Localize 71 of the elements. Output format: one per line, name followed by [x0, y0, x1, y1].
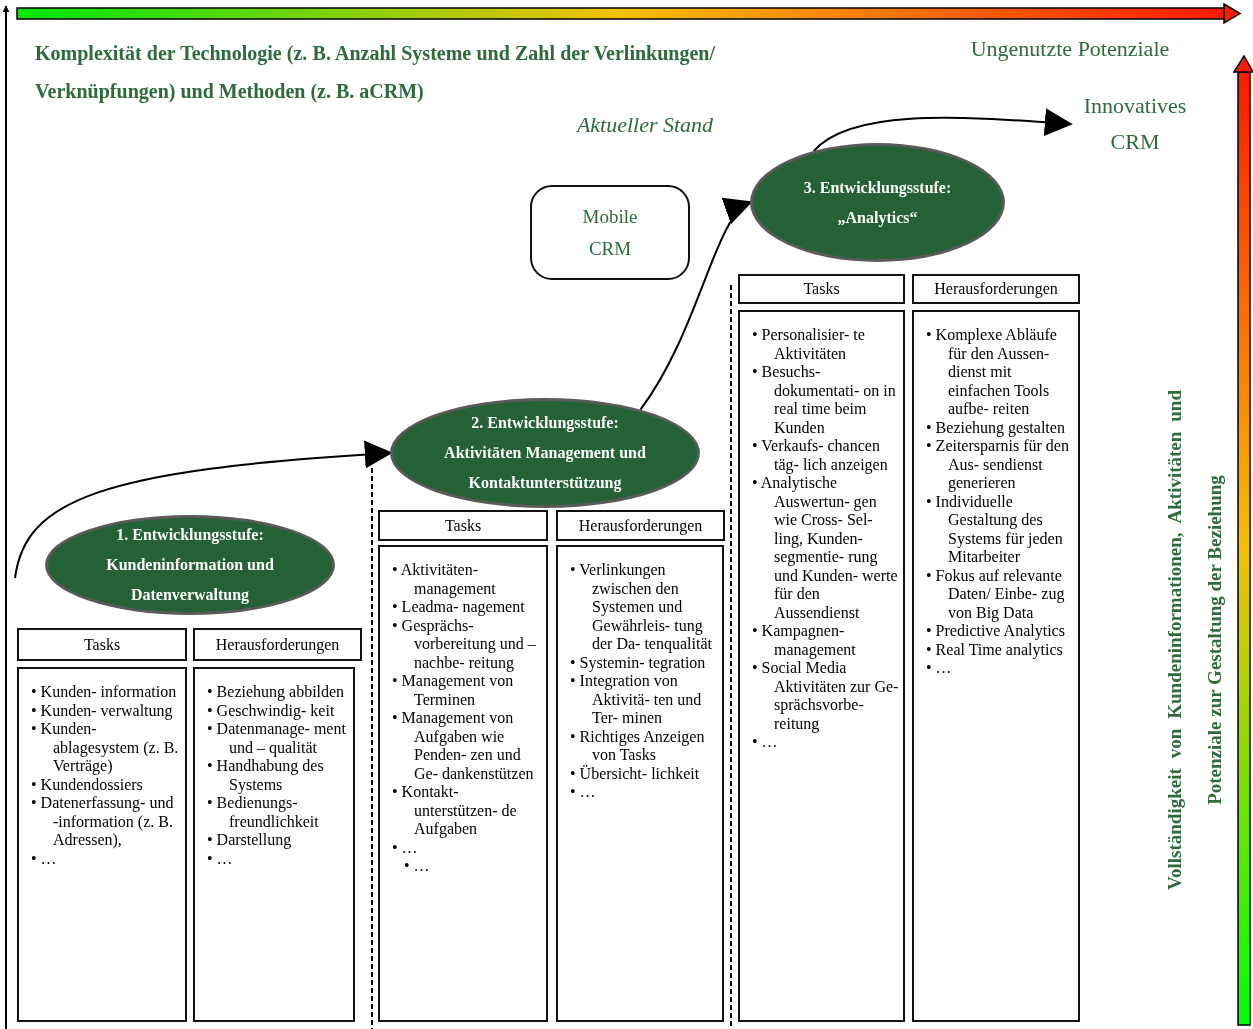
bullet-item: • Handhabung des Systems: [207, 757, 325, 794]
stage-title: 2. Entwicklungsstufe: Aktivitäten Management und Kontaktunterstützung: [443, 413, 647, 494]
column-header: Tasks: [803, 280, 840, 298]
header-box: [556, 510, 725, 541]
list-box: [378, 545, 548, 1022]
bullet-item: • …: [570, 783, 597, 802]
bullet-item: • Komplexe Abläufe für den Aussen- dienst mit einfachen Tools aufbe- reiten: [926, 326, 1058, 419]
curved-arrow: [812, 108, 1073, 152]
bullet-item: • …: [207, 849, 234, 868]
bullet-item: • Verkaufs- chancen täg- lich anzeigen: [752, 437, 889, 474]
box-label: Mobile CRM: [581, 204, 639, 261]
bullet-item: • Zeitersparnis für den Aus- sendienst generieren: [926, 437, 1070, 493]
bullet-item: • Beziehung abbilden: [207, 683, 346, 702]
bullet-item: • Kampagnen- management: [752, 622, 857, 659]
column-header: Tasks: [83, 635, 121, 654]
list-box: [738, 310, 905, 1022]
bullet-item: • …: [404, 857, 431, 876]
bullet-item: • Real Time analytics: [926, 640, 1064, 659]
bullet-item: • Übersicht- lichkeit: [570, 764, 701, 783]
bullet-item: • Datenmanage- ment und – qualität: [207, 720, 347, 757]
bullet-item: • Geschwindig- keit: [207, 701, 336, 720]
header-box: [912, 274, 1080, 304]
bullet-item: • Verlinkungen zwischen den Systemen und Gewährleis- tung der Da- tenqualität: [570, 561, 713, 654]
list-box: [912, 310, 1080, 1022]
bullet-item: • Beziehung gestalten: [926, 418, 1066, 437]
bullet-item: • Kontakt- unterstützen- de Aufgaben: [392, 783, 518, 839]
bullet-item: • Fokus auf relevante Daten/ Einbe- zug von Big Data: [926, 566, 1066, 622]
status-label: Aktueller Stand: [575, 112, 715, 138]
bullet-item: • Kunden- information: [31, 683, 178, 702]
bullet-item: • Gesprächs- vorbereitung und – nachbe- reitung: [392, 616, 537, 672]
bullet-item: • Management von Terminen: [392, 672, 515, 709]
list-box: [556, 545, 724, 1022]
bullet-item: • Bedienungs- freundlichkeit: [207, 794, 320, 831]
bullet-item: • Management von Aufgaben wie Penden- zen und Ge- dankenstützen: [392, 709, 535, 783]
bullet-item: • Aktivitäten- management: [392, 561, 497, 598]
bullet-item: • Besuchs- dokumentati- on in real time beim Kunden: [752, 363, 897, 437]
bullet-item: • Leadma- nagement: [392, 598, 526, 617]
bullet-item: • Systemin- tegration: [570, 653, 707, 672]
axis-label: Ungenutzte Potenziale: [969, 36, 1171, 62]
bullet-item: • Darstellung: [207, 831, 293, 850]
header-box: [17, 628, 187, 661]
column-header: Herausforderungen: [578, 516, 703, 535]
bullet-item: • Analytische Auswertun- gen wie Cross- Sel- ling, Kunden- segmentie- rung und Kunden- werte für den Aussendienst: [752, 474, 899, 622]
list-box: [193, 667, 355, 1022]
axis-label: Komplexität der Technologie (z. B. Anzahl Systeme und Zahl der Verlinkungen/ Verknüpfungen) und Methoden (z. B. aCRM): [35, 41, 715, 105]
stage-title: 3. Entwicklungsstufe: „Analytics“: [802, 177, 953, 229]
bullet-item: • Kunden- verwaltung: [31, 701, 174, 720]
bullet-item: • Social Media Aktivitäten zur Ge- sprächsvorbe- reitung: [752, 659, 899, 733]
bullet-item: • Richtiges Anzeigen von Tasks: [570, 727, 706, 765]
bullet-item: • Kunden- ablagesystem (z. B. Verträge): [31, 720, 180, 776]
bullet-item: • Predictive Analytics: [926, 622, 1066, 641]
column-header: Herausforderungen: [215, 635, 340, 654]
bullet-item: • …: [752, 733, 779, 752]
bullet-item: • …: [31, 849, 58, 868]
bullet-item: • …: [392, 838, 419, 857]
bullet-item: • Integration von Aktivitä- ten und Ter- minen: [570, 672, 703, 728]
list-box: [17, 667, 187, 1022]
bullet-item: • Personalisier- te Aktivitäten: [752, 326, 866, 363]
column-header: Herausforderungen: [934, 280, 1058, 298]
bullet-item: • Kundendossiers: [31, 775, 144, 794]
bullet-item: • …: [926, 659, 953, 678]
bullet-item: • Datenerfassung- und -information (z. B. Adressen),: [31, 794, 175, 850]
stage-title: 1. Entwicklungsstufe: Kundeninformation und Datenverwaltung: [105, 525, 275, 606]
header-box: [378, 510, 548, 541]
column-header: Tasks: [444, 516, 482, 535]
end-label: Innovatives CRM: [1082, 92, 1188, 156]
axis-label: Vollständigkeit von Kundeninformationen, Aktivitäten und Potenziale zur Gestaltung der Beziehung: [1163, 390, 1226, 890]
bullet-item: • Individuelle Gestaltung des Systems für jeden Mitarbeiter: [926, 492, 1064, 567]
header-box: [193, 628, 362, 661]
header-box: [738, 274, 905, 304]
rounded-box: [530, 185, 690, 280]
